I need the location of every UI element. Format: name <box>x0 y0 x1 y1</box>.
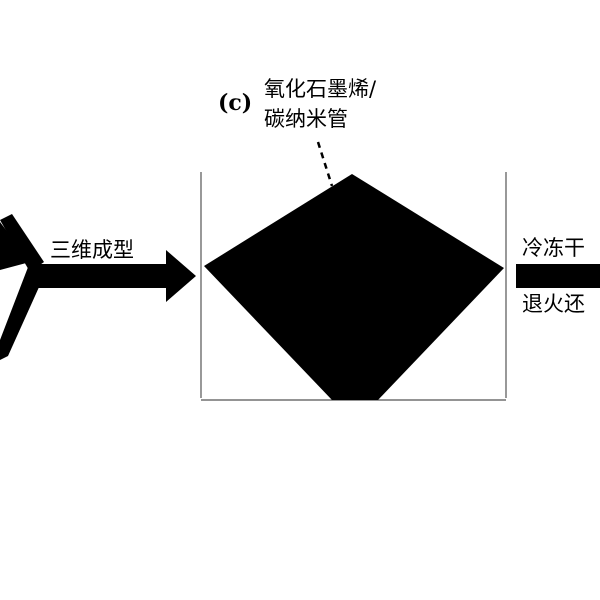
material-label-line2: 碳纳米管 <box>264 107 348 131</box>
left-process-arrow <box>28 250 196 302</box>
label-leader-line <box>316 141 334 187</box>
graphene-oxide-cnt-body <box>204 174 504 400</box>
material-label-line1: 氧化石墨烯/ <box>264 77 377 101</box>
step-label-freeze-drying: 冷冻干 <box>522 236 585 260</box>
panel-label: (c) <box>218 90 253 116</box>
material-label: 氧化石墨烯/ 碳纳米管 <box>264 74 376 134</box>
step-label-annealing-reduction: 退火还 <box>522 292 585 316</box>
step-label-3d-forming: 三维成型 <box>50 238 134 262</box>
branch-upper-arm <box>0 214 44 272</box>
right-process-arrow <box>516 264 600 288</box>
